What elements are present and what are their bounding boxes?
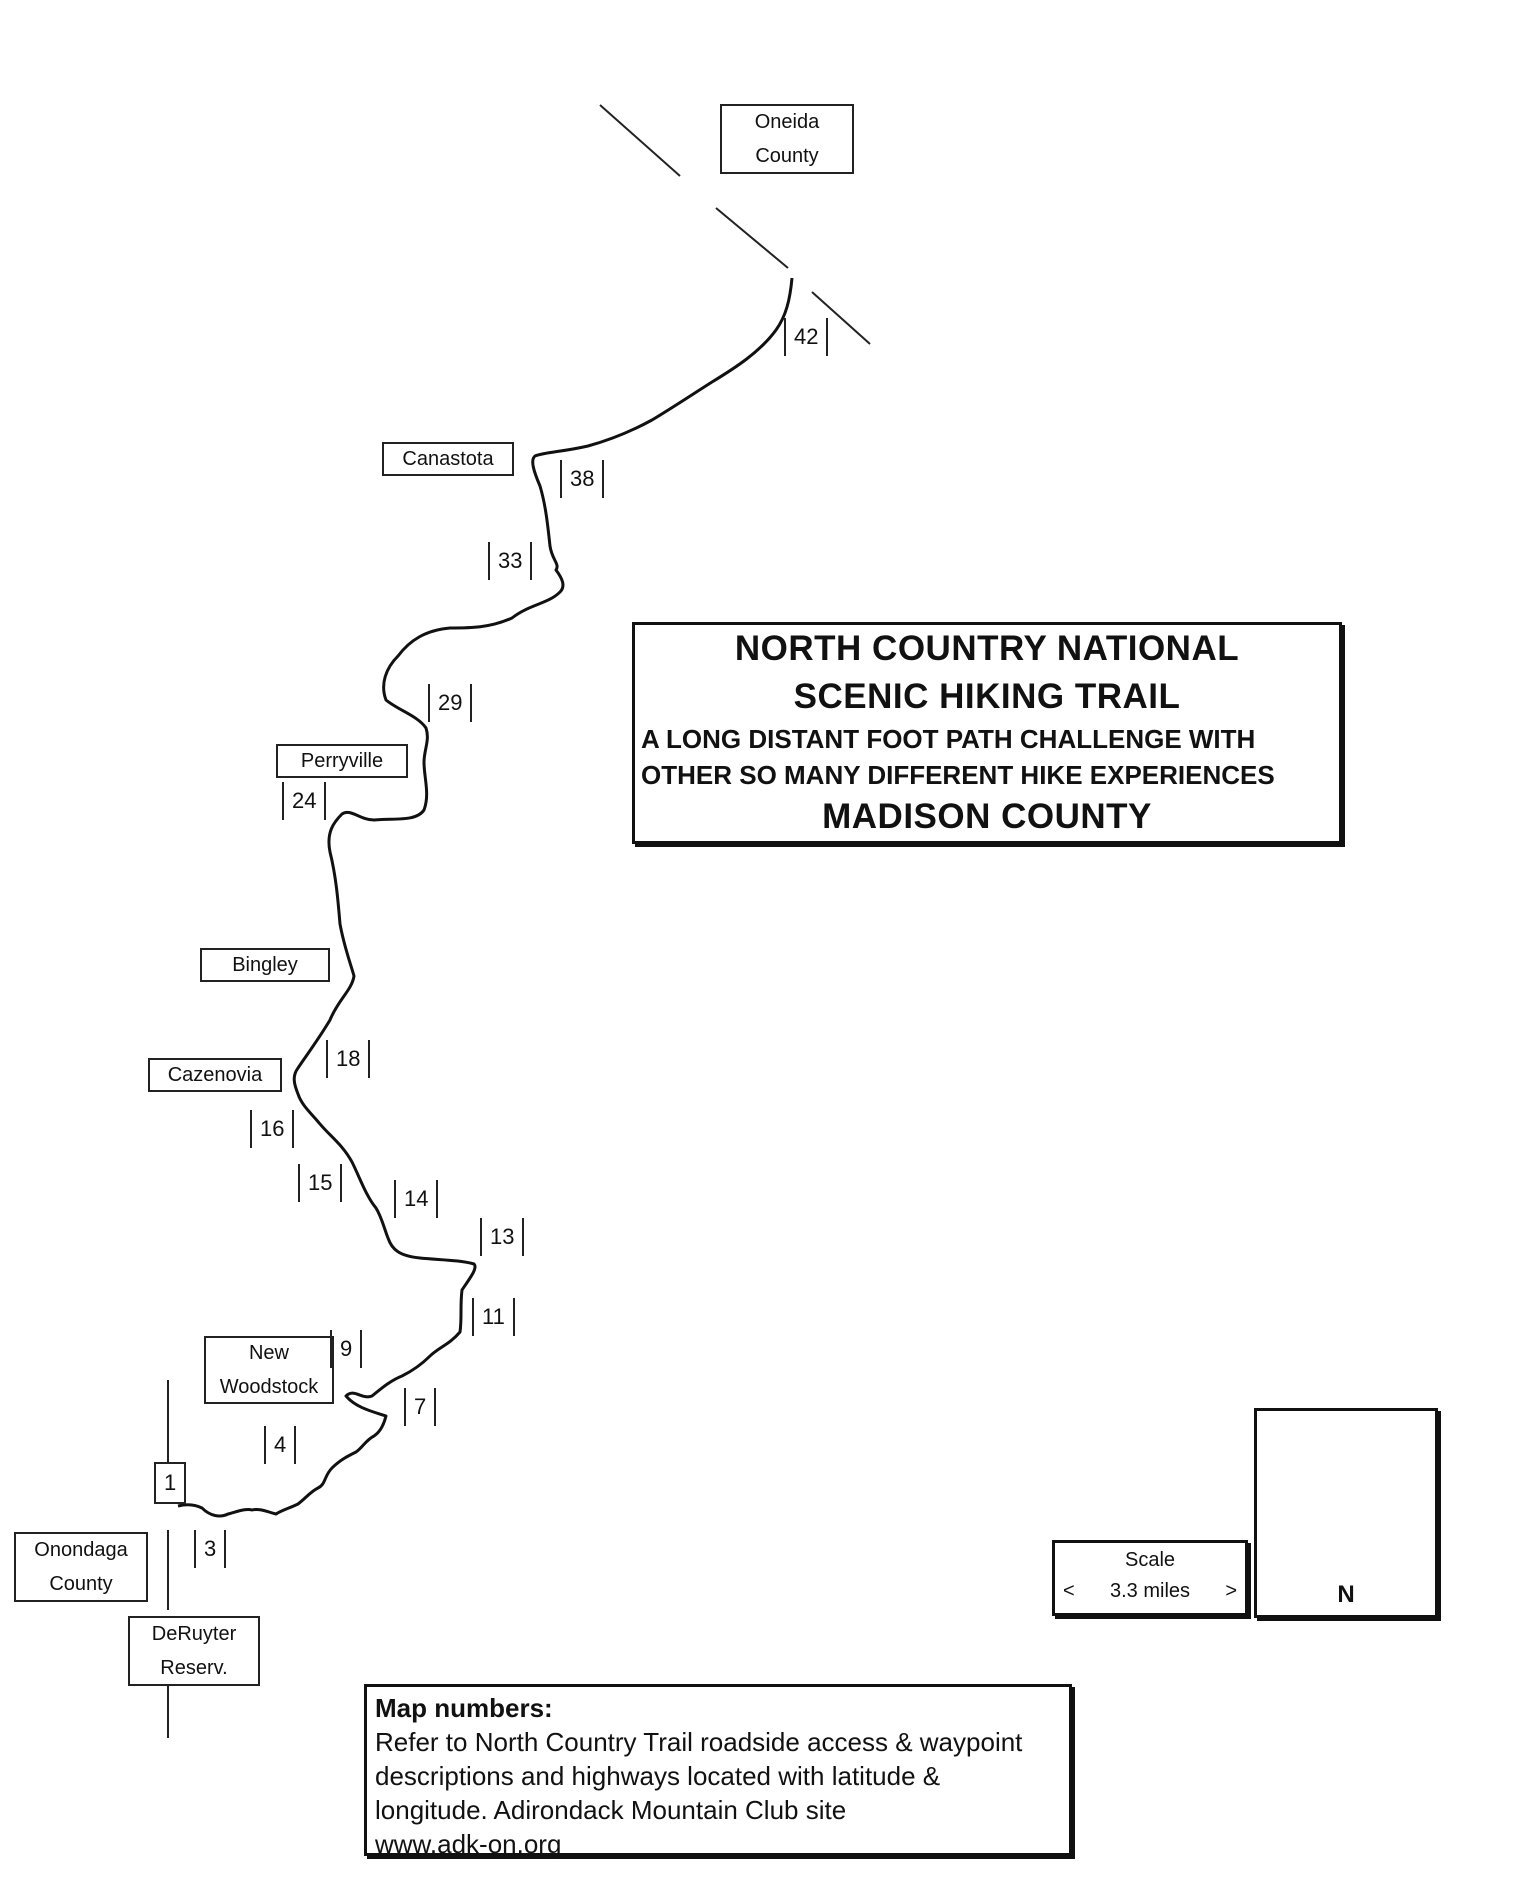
place-perryville-label: Perryville bbox=[300, 750, 384, 772]
waypoint-14: 14 bbox=[394, 1180, 439, 1218]
place-oneida-county: Oneida County bbox=[720, 104, 854, 174]
title-line-1: NORTH COUNTRY NATIONAL bbox=[734, 629, 1240, 668]
scale-value-row: < 3.3 miles > bbox=[1055, 1580, 1245, 1603]
waypoint-7: 7 bbox=[404, 1388, 437, 1426]
scale-value: 3.3 miles bbox=[1109, 1580, 1191, 1602]
legend-heading: Map numbers: bbox=[375, 1693, 553, 1723]
waypoint-16: 16 bbox=[250, 1110, 295, 1148]
waypoint-24: 24 bbox=[282, 782, 327, 820]
legend-line-1: Refer to North Country Trail roadside ac… bbox=[375, 1727, 1023, 1757]
map-numbers-legend: Map numbers: Refer to North Country Trai… bbox=[364, 1684, 1072, 1859]
place-onondaga-line2: County bbox=[49, 1573, 113, 1595]
place-onondaga-line1: Onondaga bbox=[34, 1539, 128, 1561]
waypoint-3: 3 bbox=[194, 1530, 227, 1568]
title-line-2: SCENIC HIKING TRAIL bbox=[793, 677, 1181, 716]
map-title-box: NORTH COUNTRY NATIONAL SCENIC HIKING TRA… bbox=[632, 622, 1342, 844]
place-oneida-line1: Oneida bbox=[754, 111, 820, 133]
waypoint-33: 33 bbox=[488, 542, 533, 580]
place-onondaga-county: Onondaga County bbox=[14, 1532, 148, 1602]
scale-right-arrow: > bbox=[1225, 1580, 1237, 1602]
place-oneida-line2: County bbox=[755, 145, 819, 167]
place-new-woodstock: New Woodstock bbox=[204, 1336, 334, 1404]
waypoint-18: 18 bbox=[326, 1040, 371, 1078]
legend-line-2: descriptions and highways located with l… bbox=[375, 1761, 941, 1791]
waypoint-38: 38 bbox=[560, 460, 605, 498]
place-canastota-label: Canastota bbox=[402, 448, 494, 470]
scale-label: Scale bbox=[1124, 1549, 1176, 1571]
north-indicator-box: N bbox=[1254, 1408, 1438, 1618]
legend-url-link[interactable]: www.adk-on.org bbox=[375, 1829, 562, 1859]
place-deruyter-line1: DeRuyter bbox=[151, 1623, 237, 1645]
waypoint-15: 15 bbox=[298, 1164, 343, 1202]
waypoint-42: 42 bbox=[784, 318, 829, 356]
waypoint-13: 13 bbox=[480, 1218, 525, 1256]
place-deruyter-line2: Reserv. bbox=[160, 1657, 228, 1679]
place-cazenovia: Cazenovia bbox=[148, 1058, 282, 1092]
legend-line-3: longitude. Adirondack Mountain Club site bbox=[375, 1795, 847, 1825]
place-bingley-label: Bingley bbox=[232, 954, 298, 976]
waypoint-9: 9 bbox=[330, 1330, 363, 1368]
place-cazenovia-label: Cazenovia bbox=[167, 1064, 263, 1086]
place-canastota: Canastota bbox=[382, 442, 514, 476]
waypoint-11: 11 bbox=[472, 1298, 515, 1336]
waypoint-1: 1 bbox=[154, 1462, 187, 1504]
place-bingley: Bingley bbox=[200, 948, 330, 982]
scale-box: Scale < 3.3 miles > bbox=[1052, 1540, 1248, 1616]
waypoint-29: 29 bbox=[428, 684, 473, 722]
place-new-woodstock-line2: Woodstock bbox=[219, 1376, 319, 1398]
place-new-woodstock-line1: New bbox=[248, 1342, 289, 1364]
title-line-3: A LONG DISTANT FOOT PATH CHALLENGE WITH bbox=[641, 724, 1256, 754]
scale-left-arrow: < bbox=[1063, 1580, 1075, 1602]
county-boundary-lines bbox=[167, 104, 871, 1738]
title-line-4: OTHER SO MANY DIFFERENT HIKE EXPERIENCES bbox=[641, 760, 1275, 790]
north-label: N bbox=[1337, 1581, 1355, 1608]
place-perryville: Perryville bbox=[276, 744, 408, 778]
place-deruyter-reservoir: DeRuyter Reserv. bbox=[128, 1616, 260, 1686]
title-line-5: MADISON COUNTY bbox=[822, 797, 1152, 836]
waypoint-4: 4 bbox=[264, 1426, 297, 1464]
trail-route bbox=[177, 277, 794, 1518]
